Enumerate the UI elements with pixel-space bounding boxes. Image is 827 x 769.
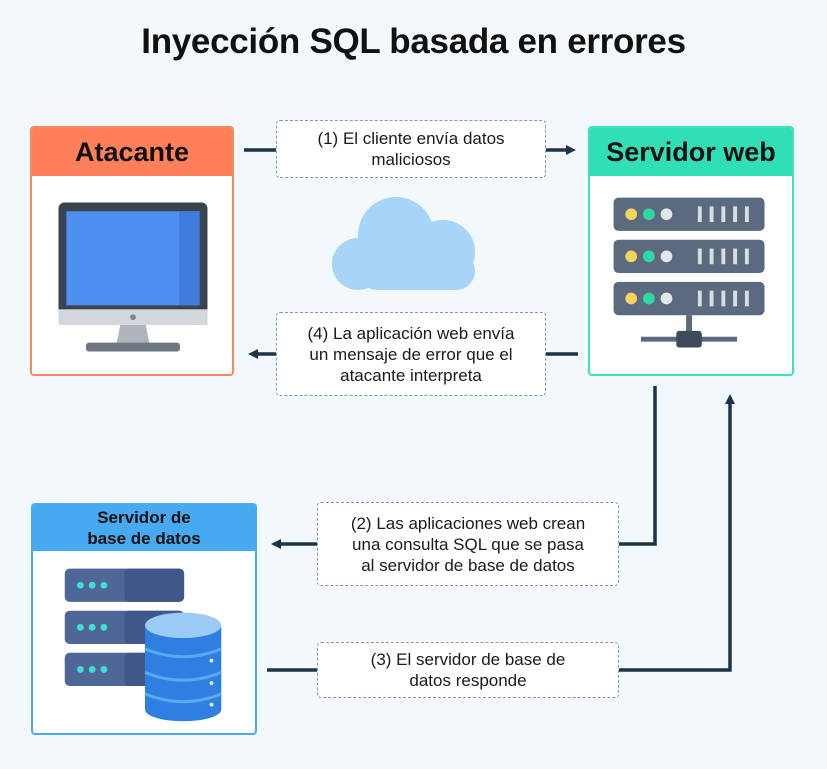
database-server-icon (64, 568, 222, 722)
attacker-card: Atacante (30, 126, 234, 376)
server-rack-icon (613, 197, 765, 348)
page-title: Inyección SQL basada en errores (141, 22, 686, 61)
monitor-icon (58, 202, 208, 352)
arrow-step-3-right (619, 394, 735, 672)
web-server-header: Servidor web (590, 128, 792, 176)
step-1-label: (1) El cliente envía datos maliciosos (276, 120, 546, 178)
step-4-label: (4) La aplicación web envía un mensaje d… (276, 312, 546, 396)
step-2-label: (2) Las aplicaciones web crean una consu… (317, 502, 619, 586)
database-server-header: Servidor de base de datos (33, 505, 255, 551)
cloud-icon (332, 197, 475, 290)
attacker-header: Atacante (32, 128, 232, 176)
database-server-card: Servidor de base de datos (31, 503, 257, 735)
step-3-label: (3) El servidor de base de datos respond… (317, 642, 619, 698)
arrow-step-2-right (619, 386, 657, 546)
web-server-card: Servidor web (588, 126, 794, 376)
